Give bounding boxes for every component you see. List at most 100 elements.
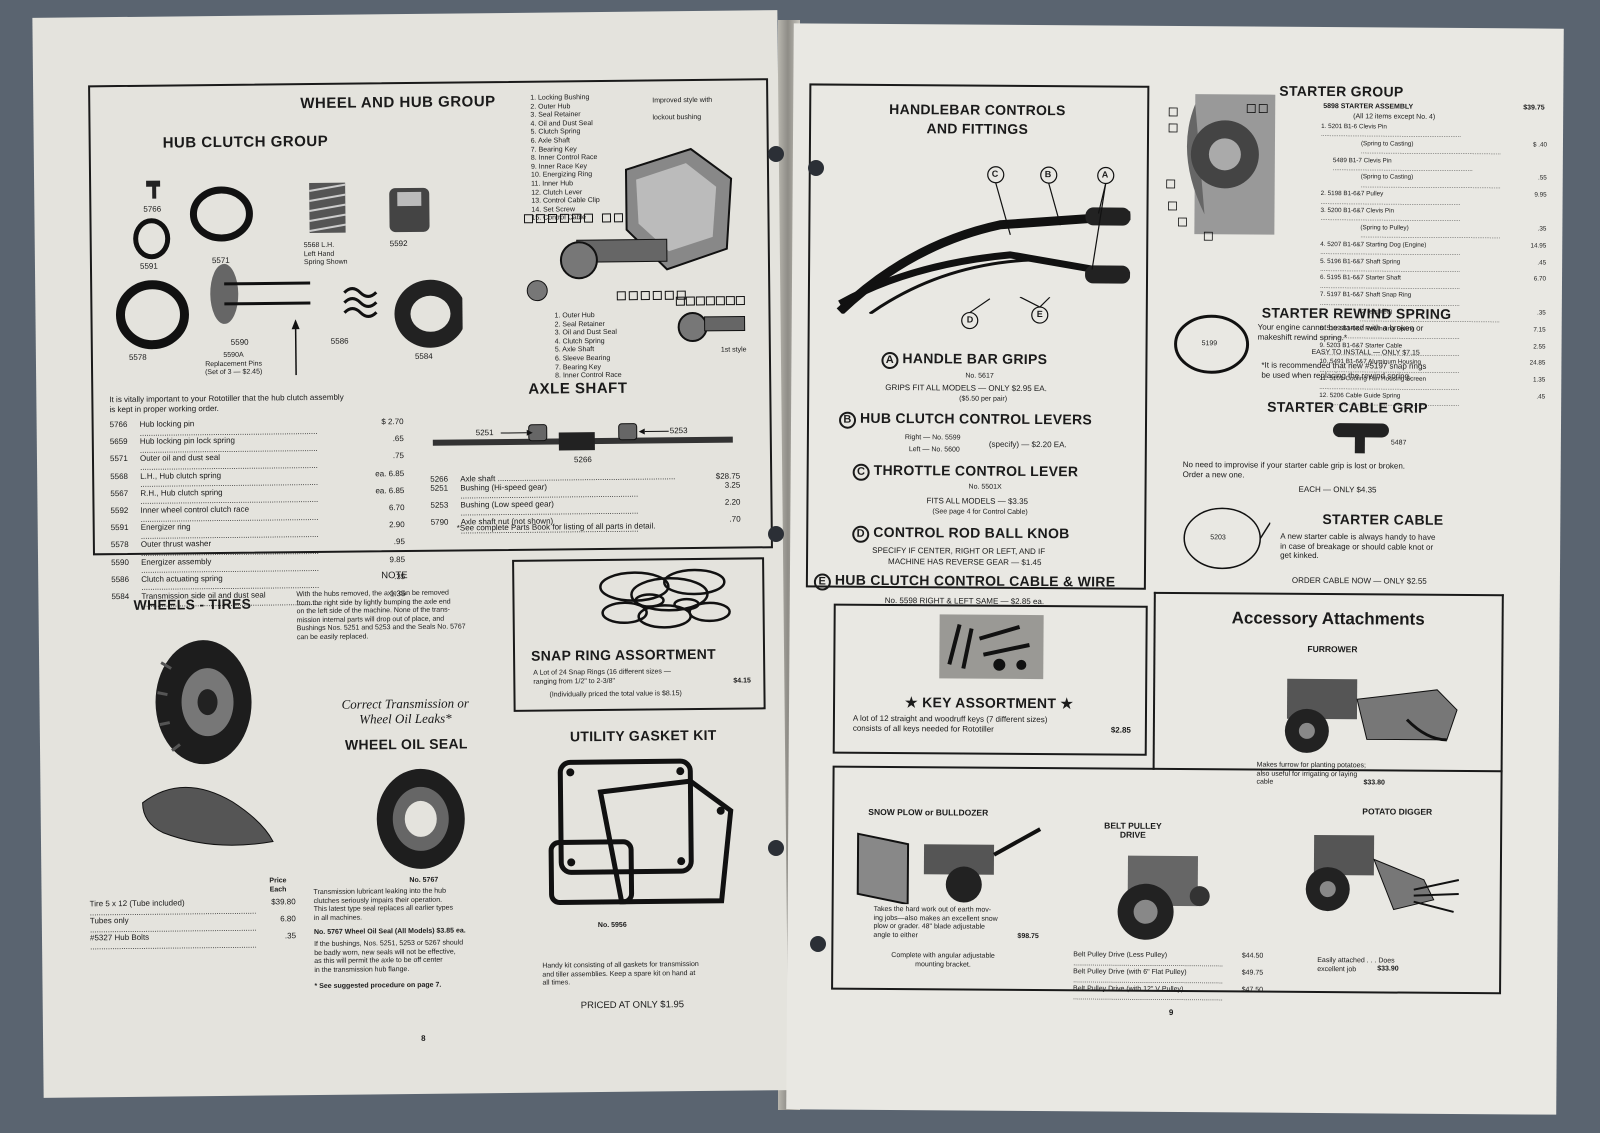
axle-label-5253: 5253 <box>669 426 688 436</box>
starter-cable-illustration <box>1183 507 1271 570</box>
oil-seal-title: WHEEL OIL SEAL <box>344 735 468 753</box>
note-title: NOTE <box>381 570 408 582</box>
key-assortment-body: A lot of 12 straight and woodruff keys (… <box>852 713 1048 734</box>
item-b-price: (specify) — $2.20 EA. <box>988 439 1067 450</box>
cable-grip-title: STARTER CABLE GRIP <box>1267 398 1428 416</box>
oil-seal-body: Transmission lubricant leaking into the … <box>313 887 454 922</box>
part-label-5586: 5586 <box>330 336 349 346</box>
handlebar-controls-box: HANDLEBAR CONTROLS AND FITTINGS C B A D … <box>805 83 1150 591</box>
callout-a: A <box>1101 169 1109 180</box>
belt-pulley-illustration <box>1117 855 1210 940</box>
hub-assembly-illustration <box>523 147 733 302</box>
first-style-label: 1st style <box>720 346 747 354</box>
item-a-line2: GRIPS FIT ALL MODELS — ONLY $2.95 EA. <box>885 382 1047 394</box>
oil-seal-italic: Correct Transmission or Wheel Oil Leaks* <box>341 695 470 727</box>
item-b-line2: Left — No. 5600 <box>908 446 960 454</box>
handlebar-title: HANDLEBAR CONTROLS AND FITTINGS <box>889 100 1066 137</box>
starter-cable-price: ORDER CABLE NOW — ONLY $2.55 <box>1291 575 1427 586</box>
starter-cable-part: 5203 <box>1210 534 1226 542</box>
wheel-hub-group-box: WHEEL AND HUB GROUP HUB CLUTCH GROUP <box>88 78 773 601</box>
hub-parts-illustration <box>115 180 464 376</box>
oil-seal-body2: If the bushings, Nos. 5251, 5253 or 5267… <box>314 939 464 974</box>
binder-hole <box>768 526 784 542</box>
cable-grip-part: 5487 <box>1390 439 1407 447</box>
snap-ring-price: $4.15 <box>733 677 751 685</box>
key-assortment-price: $2.85 <box>1110 725 1131 735</box>
wheel-hub-title: WHEEL AND HUB GROUP <box>300 93 496 113</box>
potato-digger-price: $33.90 <box>1377 965 1399 973</box>
gasket-part-no: No. 5956 <box>597 921 627 930</box>
part-label-5571: 5571 <box>211 255 230 266</box>
starter-cable-body: A new starter cable is always handy to h… <box>1280 531 1436 561</box>
oil-seal-price: No. 5767 Wheel Oil Seal (All Models) $3.… <box>313 927 466 937</box>
price-row: 5489 B1-7 Clevis Pin <box>1321 157 1547 175</box>
axle-label-5266: 5266 <box>573 455 592 465</box>
item-c-line2: FITS ALL MODELS — $3.35 <box>926 496 1029 506</box>
part-label-5766: 5766 <box>143 204 162 214</box>
binder-hole <box>768 840 784 856</box>
rewind-spring-illustration <box>1174 314 1250 374</box>
furrower-illustration <box>1284 678 1458 753</box>
price-row: (Spring to Casting)$ .40 <box>1321 140 1547 158</box>
axle-shaft-title: AXLE SHAFT <box>528 379 628 398</box>
starter-assembly-price: $39.75 <box>1523 104 1545 112</box>
part-label-5584: 5584 <box>414 351 433 361</box>
snow-plow-note: Complete with angular adjustable mountin… <box>891 952 995 969</box>
snap-ring-illustration <box>599 568 731 629</box>
price-row: Belt Pulley Drive (with 12" V Pulley)$47… <box>1073 986 1263 1005</box>
belt-pulley-title: BELT PULLEY DRIVE <box>1104 820 1162 840</box>
callout-b: B <box>1044 169 1052 180</box>
snow-plow-body: Takes the hard work out of earth mov- in… <box>873 905 998 939</box>
replacement-pins-label: 5590A Replacement Pins (Set of 3 — $2.45… <box>205 351 263 377</box>
item-c-line3: (See page 4 for Control Cable) <box>932 508 1028 516</box>
tire-price-list: Tire 5 x 12 (Tube included)$39.80 Tubes … <box>90 897 297 952</box>
accessory-title: Accessory Attachments <box>1231 608 1425 629</box>
starter-title: STARTER GROUP <box>1279 82 1404 100</box>
rewind-note: *It is recommended that new #5197 snap r… <box>1261 360 1427 381</box>
part-label-5591: 5591 <box>139 261 158 271</box>
item-d-line1: SPECIFY IF CENTER, RIGHT OR LEFT, AND IF <box>872 545 1046 557</box>
rewind-title: STARTER REWIND SPRING <box>1261 304 1452 322</box>
price-row: (Spring to Casting).55 <box>1321 173 1547 191</box>
furrower-price: $33.80 <box>1363 779 1385 787</box>
part-label-5578: 5578 <box>128 352 147 362</box>
key-assortment-box: ★ KEY ASSORTMENT ★ A lot of 12 straight … <box>832 603 1148 756</box>
part-label-5592: 5592 <box>389 239 408 249</box>
item-a-line1: No. 5617 <box>965 372 994 380</box>
starter-assembly: 5898 STARTER ASSEMBLY <box>1323 103 1414 111</box>
price-row: #5327 Hub Bolts.35 <box>90 932 296 952</box>
improved-style-note: Improved style with lockout bushing <box>652 96 713 122</box>
price-row: Belt Pulley Drive (Less Pulley)$44.50 <box>1073 951 1263 970</box>
snap-ring-title: SNAP RING ASSORTMENT <box>530 645 717 664</box>
rewind-body: Your engine cannot be started with a bro… <box>1257 322 1424 342</box>
binder-hole <box>810 936 826 952</box>
snow-plow-title: SNOW PLOW or BULLDOZER <box>868 806 989 818</box>
starter-cable-title: STARTER CABLE <box>1322 511 1444 528</box>
furrower-title: FURROWER <box>1307 643 1358 655</box>
part-label-5568: 5568 L.H. Left Hand Spring Shown <box>303 241 348 267</box>
gasket-illustration <box>548 758 734 905</box>
callout-de-circles <box>961 296 1051 330</box>
item-b-line1: Right — No. 5599 <box>904 434 961 442</box>
price-row: 3. 5200 B1-6&7 Clevis Pin <box>1320 207 1546 225</box>
cable-grip-body: No need to improvise if your starter cab… <box>1182 460 1406 479</box>
page-8: WHEEL AND HUB GROUP HUB CLUTCH GROUP <box>32 10 789 1098</box>
key-assortment-title: ★ KEY ASSORTMENT ★ <box>905 694 1074 712</box>
price-row: Tubes only6.80 <box>90 914 296 934</box>
tire-illustration <box>142 640 274 846</box>
potato-digger-illustration <box>1305 834 1460 913</box>
hub-clutch-title: HUB CLUTCH GROUP <box>162 132 329 152</box>
wheels-tires-title: WHEELS - TIRES <box>133 595 252 613</box>
price-row: Belt Pulley Drive (with 6" Flat Pulley)$… <box>1073 968 1263 987</box>
note-body: With the hubs removed, the axle can be r… <box>296 589 466 642</box>
binder-hole <box>808 160 824 176</box>
furrower-body: Makes furrow for planting potatoes; also… <box>1256 761 1366 786</box>
item-a-line3: ($5.50 per pair) <box>959 395 1008 403</box>
